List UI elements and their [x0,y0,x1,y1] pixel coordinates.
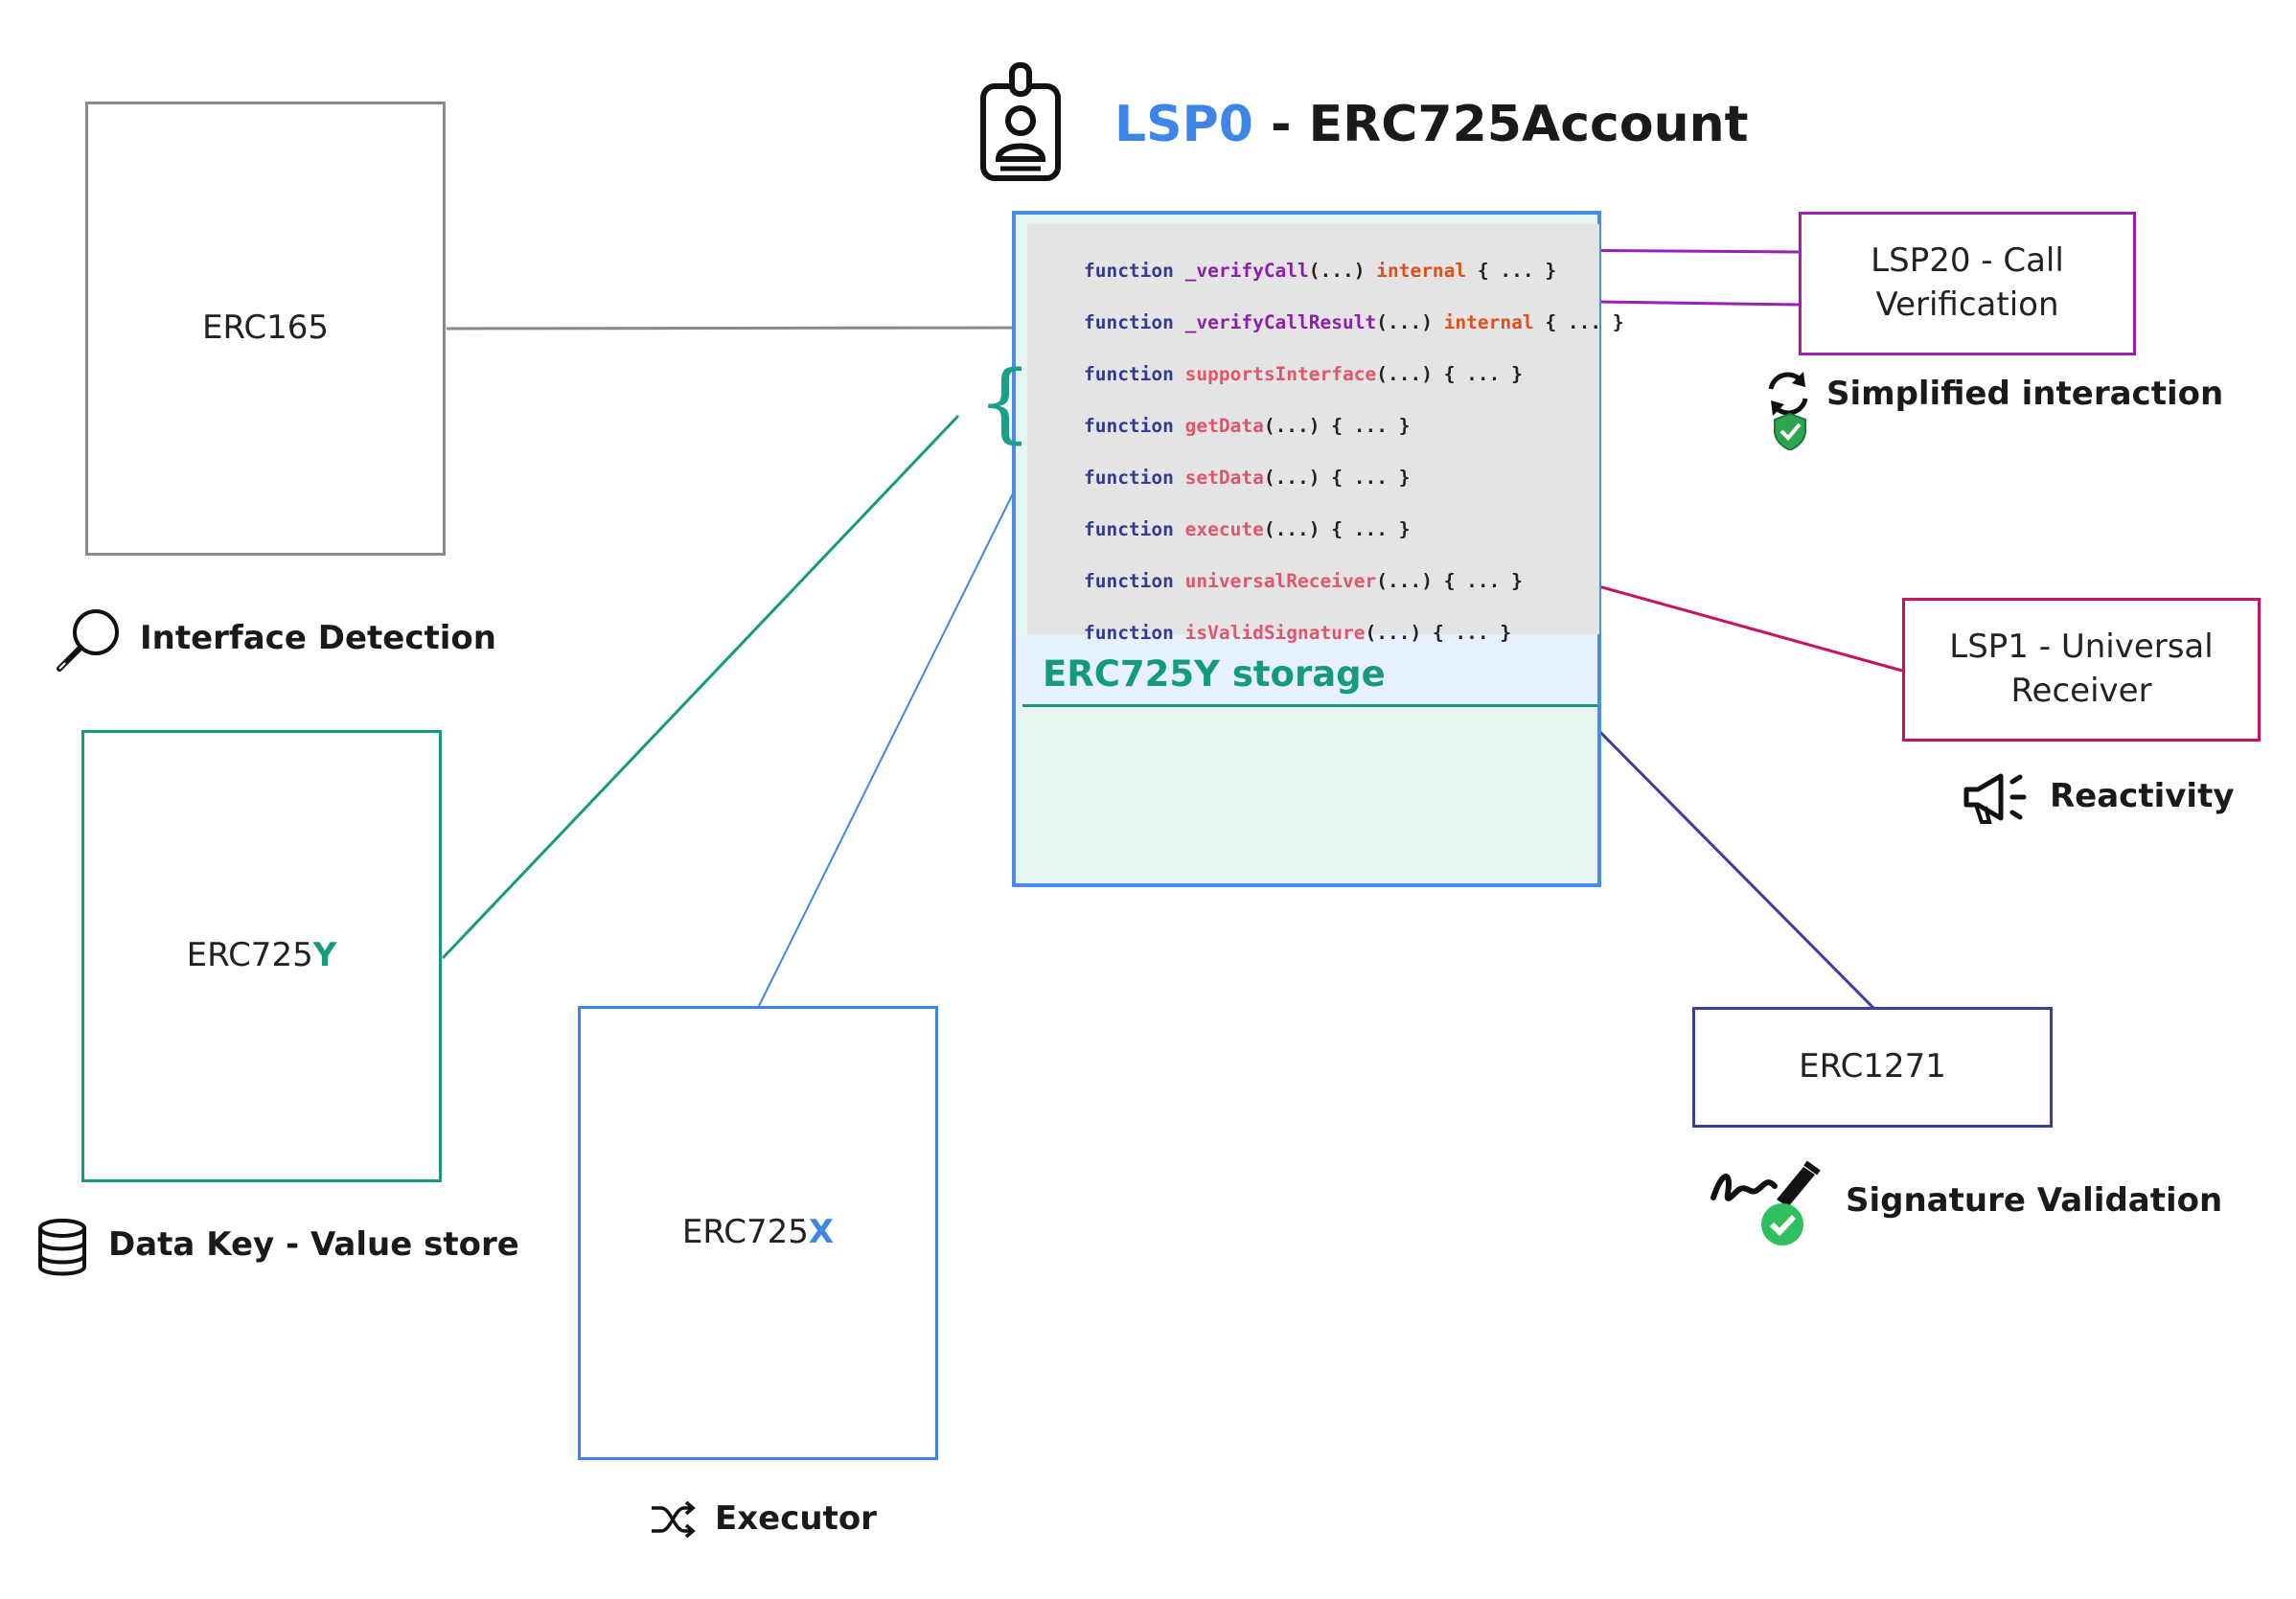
lsp1-label: LSP1 - Universal Receiver [1949,628,2214,710]
signature-validation-caption: Signature Validation [1846,1181,2223,1220]
lsp1-box: LSP1 - Universal Receiver [1902,598,2261,742]
erc725x-box: ERC725X [578,1006,938,1460]
erc725x-label: ERC725X [681,1213,835,1252]
code-line: function setData(...) { ... } [1083,467,1411,489]
reactivity-caption: Reactivity [2050,777,2235,815]
id-badge-icon [979,59,1062,187]
lsp20-box: LSP20 - Call Verification [1799,212,2136,355]
megaphone-icon [1963,772,2030,831]
erc165-connector [446,326,1029,331]
erc165-box: ERC165 [85,102,446,556]
code-line: function _verifyCall(...) internal { ...… [1083,260,1557,282]
erc1271-box: ERC1271 [1692,1007,2053,1128]
database-icon [36,1219,88,1281]
erc725y-label: ERC725Y [186,936,337,975]
lsp20-connector-2 [1597,300,1801,307]
magnifier-icon [52,605,125,679]
curly-brace: { [977,353,1033,453]
interface-detection-caption: Interface Detection [140,619,496,657]
erc1271-label: ERC1271 [1799,1047,1946,1086]
code-line: function _verifyCallResult(...) internal… [1083,311,1624,333]
storage-header-band [1016,634,1597,705]
storage-underline [1022,704,1597,707]
erc725y-connector [441,414,960,960]
signature-check-icon [1708,1157,1832,1252]
erc725x-connector [758,464,1028,1007]
simplified-interaction-caption: Simplified interaction [1826,375,2224,413]
code-line: function execute(...) { ... } [1083,518,1411,540]
erc725y-box: ERC725Y [81,730,442,1182]
shuffle-icon [650,1500,698,1543]
code-line: function universalReceiver(...) { ... } [1083,570,1523,592]
title-prefix: LSP0 [1114,96,1253,153]
refresh-shield-icon [1763,370,1817,455]
code-panel: function _verifyCall(...) internal { ...… [1027,224,1624,644]
title-rest: - ERC725Account [1252,96,1749,153]
erc165-label: ERC165 [201,308,330,348]
data-store-caption: Data Key - Value store [108,1225,519,1264]
page-title: LSP0 - ERC725Account [1114,96,1748,153]
code-line: function getData(...) { ... } [1083,415,1411,437]
executor-caption: Executor [715,1499,877,1538]
code-line: function isValidSignature(...) { ... } [1083,622,1512,644]
lsp20-label: LSP20 - Call Verification [1871,241,2064,324]
storage-label: ERC725Y storage [1043,653,1386,695]
code-line: function supportsInterface(...) { ... } [1083,363,1523,385]
